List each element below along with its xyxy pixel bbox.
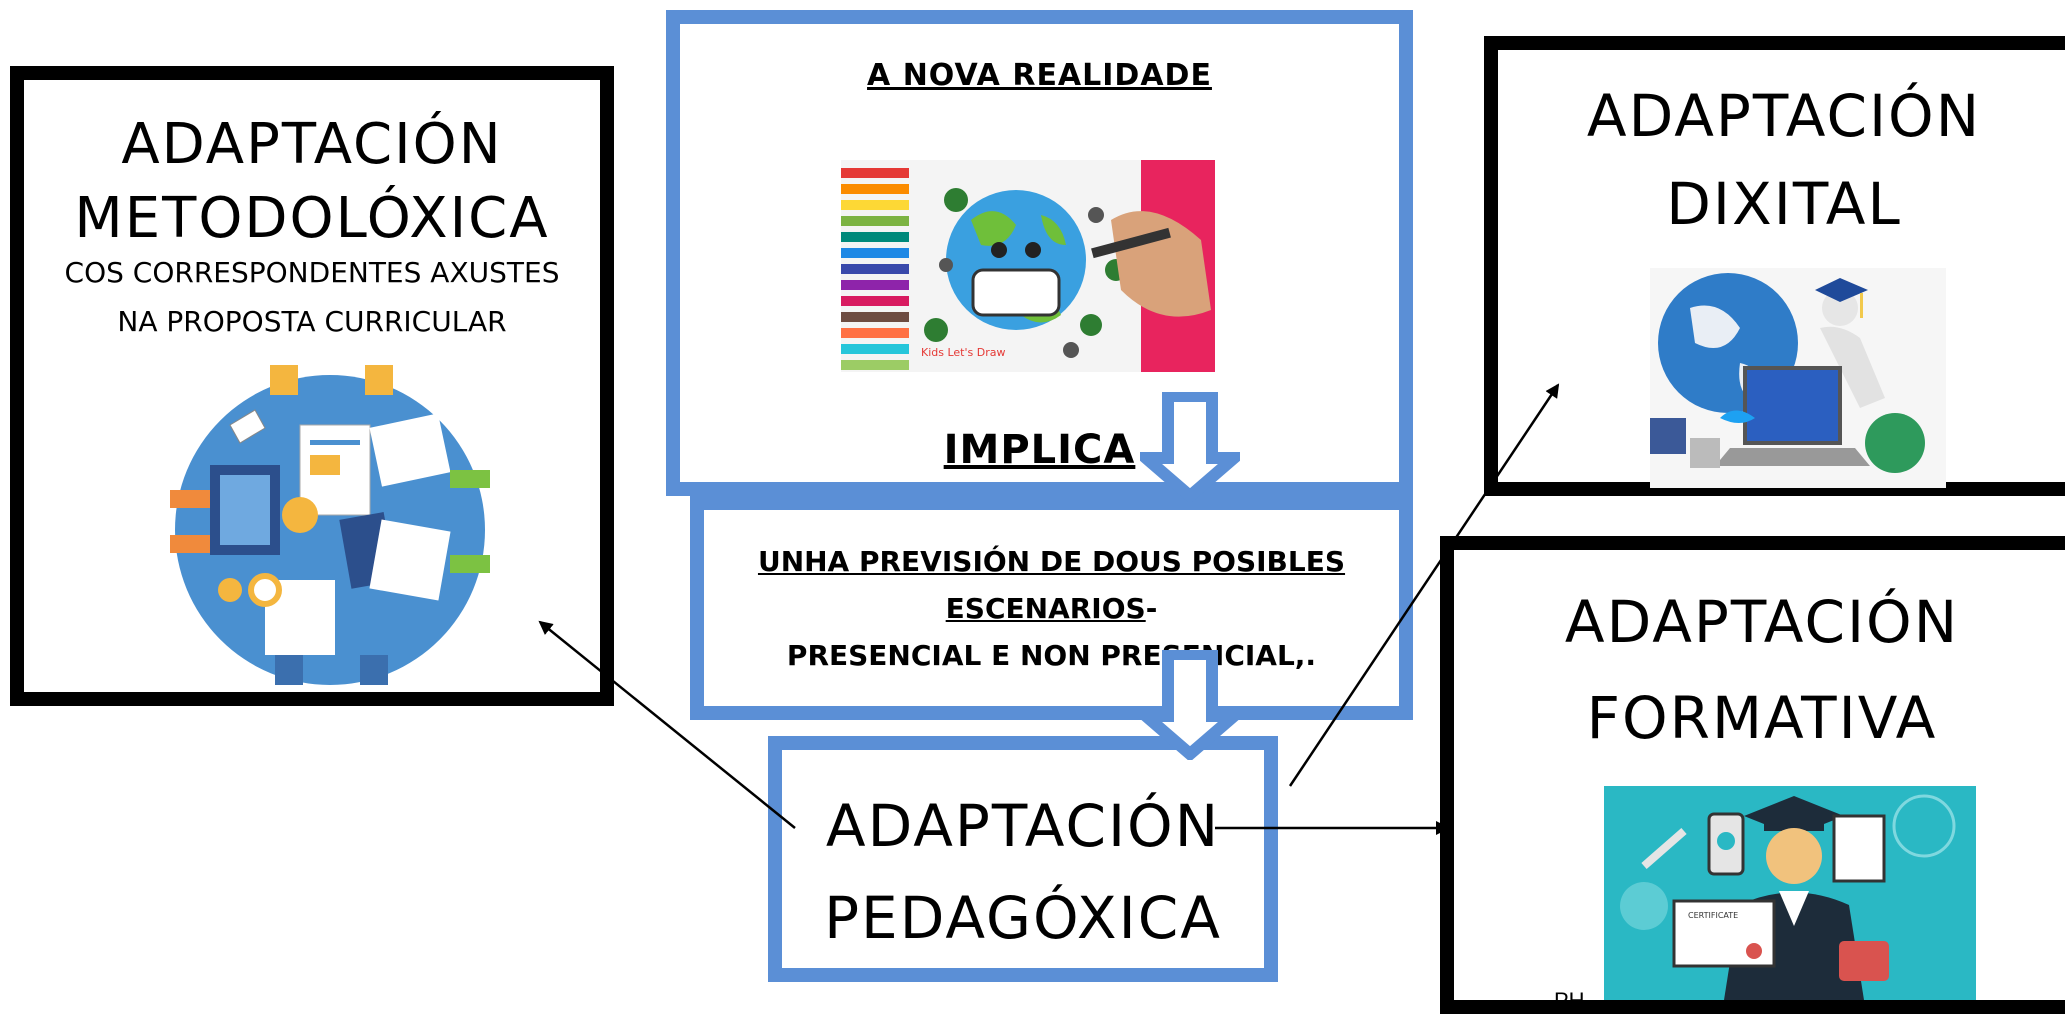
digital-box: ADAPTACIÓN DIXITAL <box>1484 36 2065 496</box>
scenarios-word: ESCENARIOS <box>945 592 1146 625</box>
implies-label: IMPLICA <box>943 427 1136 473</box>
methodology-sub-1: COS CORRESPONDENTES AXUSTES <box>64 256 560 289</box>
globe-drawing-image: Kids Let's Draw <box>841 160 1215 372</box>
scenarios-box: UNHA PREVISIÓN DE DOUS POSIBLES ESCENARI… <box>690 496 1413 720</box>
arrow-to-methodology <box>538 620 796 829</box>
methodology-line-2: METODOLÓXICA <box>74 186 550 251</box>
scenarios-line-2: ESCENARIOS- <box>704 585 1399 632</box>
down-arrow-2 <box>1140 650 1240 760</box>
teamwork-image <box>170 365 490 685</box>
digital-line-1: ADAPTACIÓN <box>1586 82 1982 150</box>
pedagogic-line-1: ADAPTACIÓN <box>825 792 1221 860</box>
scenarios-line-1: UNHA PREVISIÓN DE DOUS POSIBLES <box>757 545 1346 578</box>
certificate-text: CERTIFICATE <box>1688 911 1738 920</box>
methodology-sub-2: NA PROPOSTA CURRICULAR <box>117 305 507 338</box>
kids-logo-text: Kids Let's Draw <box>921 346 1005 359</box>
down-arrow-1 <box>1140 392 1240 502</box>
digital-line-2: DIXITAL <box>1666 170 1902 238</box>
pedagogic-box: ADAPTACIÓN PEDAGÓXICA <box>768 736 1278 982</box>
graduate-image: CERTIFICATE <box>1604 786 1976 1000</box>
training-line-2: FORMATIVA <box>1586 684 1938 752</box>
methodology-box: ADAPTACIÓN METODOLÓXICA COS CORRESPONDEN… <box>10 66 614 706</box>
reality-heading: A NOVA REALIDADE <box>867 58 1212 93</box>
reality-box: A NOVA REALIDADE <box>666 10 1413 496</box>
training-box: ADAPTACIÓN FORMATIVA PH CERTIFICATE <box>1440 536 2065 1014</box>
pedagogic-line-2: PEDAGÓXICA <box>824 884 1222 952</box>
arrow-to-digital <box>1288 383 1560 787</box>
scenarios-dash: - <box>1145 592 1158 625</box>
scenarios-line-3: PRESENCIAL E NON PRESENCIAL,. <box>786 639 1317 672</box>
methodology-line-1: ADAPTACIÓN <box>121 112 503 177</box>
training-line-1: ADAPTACIÓN <box>1564 588 1960 656</box>
digital-learning-image <box>1650 268 1946 488</box>
